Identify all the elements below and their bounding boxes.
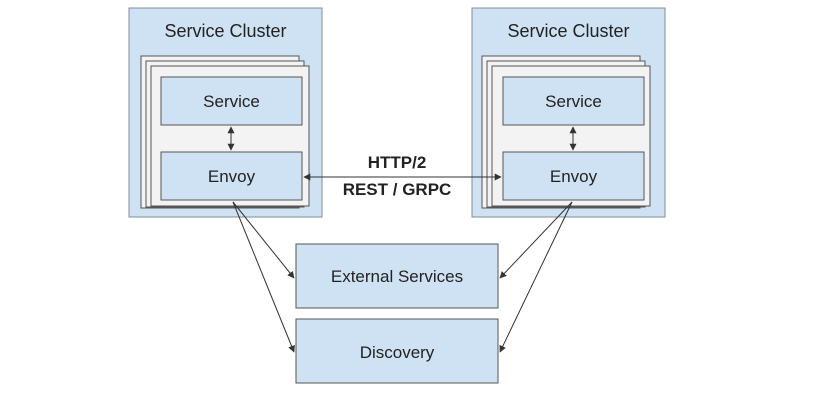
envoy-label-right: Envoy	[550, 167, 598, 186]
service-box-right	[502, 76, 645, 126]
service-cluster-left: Service Cluster Service Envoy	[128, 7, 323, 218]
service-label-right: Service	[545, 92, 602, 111]
service-cluster-right: Service Cluster Service Envoy	[471, 7, 666, 218]
envoy-box-right	[502, 151, 645, 201]
api-label: REST / GRPC	[343, 180, 452, 199]
arrow-left-envoy-to-external	[232, 201, 295, 279]
arrow-right-envoy-to-discovery	[499, 201, 573, 353]
arrow-right-envoy-to-external	[499, 201, 573, 279]
envoy-label-left: Envoy	[208, 167, 256, 186]
envoy-box-left	[160, 151, 303, 201]
external-services-box	[295, 243, 499, 309]
external-services-label: External Services	[331, 267, 463, 286]
cluster-left-title: Service Cluster	[164, 21, 286, 41]
protocol-label: HTTP/2	[368, 153, 427, 172]
discovery-box	[295, 318, 499, 384]
discovery-label: Discovery	[360, 343, 435, 362]
service-label-left: Service	[203, 92, 260, 111]
service-box-left	[160, 76, 303, 126]
arrow-left-envoy-to-discovery	[232, 201, 295, 353]
cluster-right-title: Service Cluster	[507, 21, 629, 41]
